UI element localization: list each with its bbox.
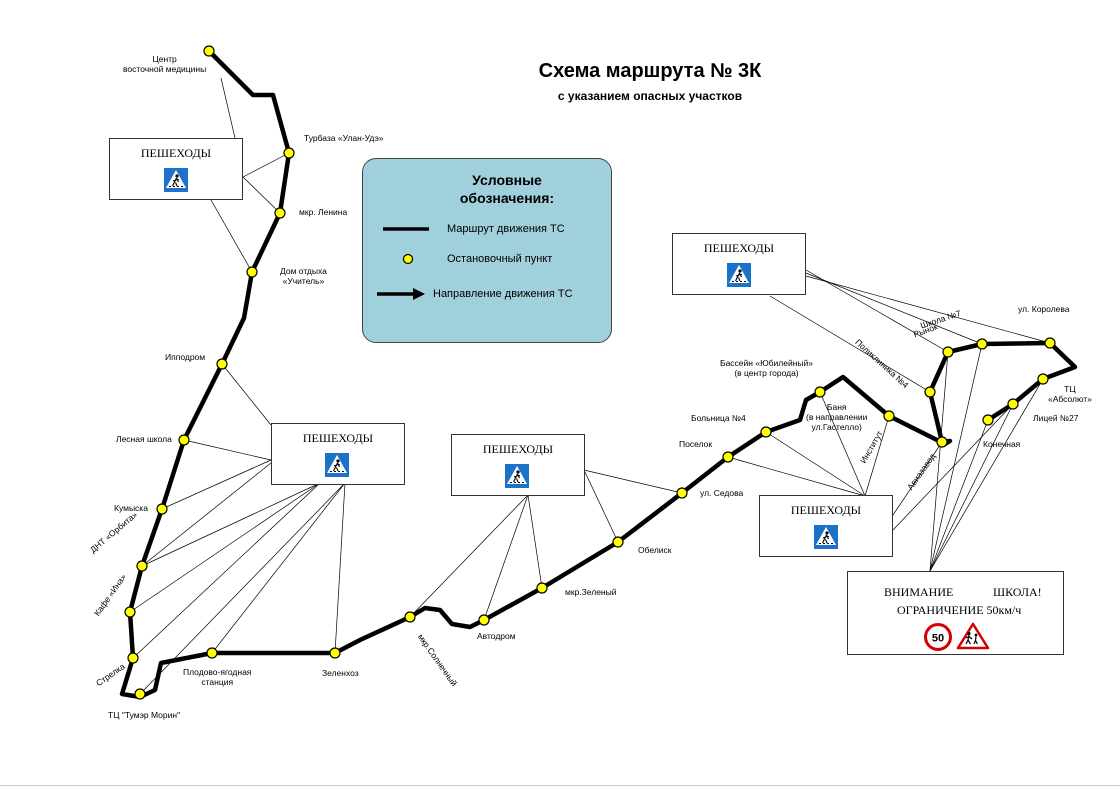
stop-label-mkr-zelen: мкр.Зеленый	[565, 587, 617, 597]
stop-label-ul-koroleva: ул. Королева	[1018, 304, 1070, 314]
map-title: Схема маршрута № 3К	[538, 60, 762, 82]
stops	[124, 45, 1056, 700]
pedestrian-label: ПЕШЕХОДЫ	[302, 431, 374, 445]
stop-label-zelenkoz: Зеленхоз	[322, 668, 359, 678]
speed-limit-sign-icon: 50	[924, 623, 952, 651]
stop-label-tc-tumer: ТЦ "Тумэр Морин"	[108, 710, 181, 720]
page-edge-divider	[0, 785, 1120, 786]
pedestrian-label: ПЕШЕХОДЫ	[790, 503, 862, 517]
stop-label-mkr-lenina: мкр. Ленина	[299, 207, 348, 217]
stop-label-lesnaya: Лесная школа	[116, 434, 172, 444]
legend-panel: Условные обозначения: Маршрут движения Т…	[362, 158, 612, 343]
pedestrian-box-2: ПЕШЕХОДЫ	[271, 423, 405, 485]
stop-dot-icon	[402, 253, 414, 265]
map-subtitle: с указанием опасных участков	[557, 89, 743, 103]
direction-arrow-icon	[377, 288, 425, 300]
legend-title-line1: Условные	[472, 172, 542, 188]
warning-speed-limit-text: ОГРАНИЧЕНИЕ 50км/ч	[897, 603, 1022, 617]
stop-label-poselok: Поселок	[679, 439, 713, 449]
legend-title-line2: обозначения:	[459, 190, 555, 206]
stop-label-kumyska: Кумыска	[114, 503, 148, 513]
pedestrian-label: ПЕШЕХОДЫ	[703, 241, 775, 255]
stop-label-tc-absolut: ТЦ «Абсолют»	[1048, 384, 1092, 404]
pedestrian-box-1: ПЕШЕХОДЫ	[109, 138, 243, 200]
pedestrian-crossing-sign-icon	[813, 524, 839, 550]
stop-label-ul-sedova: ул. Седова	[700, 488, 744, 498]
stop-label-turbaza: Турбаза «Улан-Удэ»	[304, 133, 384, 143]
pedestrian-box-4: ПЕШЕХОДЫ	[672, 233, 806, 295]
stop-label-obelisk: Обелиск	[638, 545, 672, 555]
pedestrian-box-5: ПЕШЕХОДЫ	[759, 495, 893, 557]
stop-label-dom-otdyha: Дом отдыха «Учитель»	[280, 266, 327, 286]
stop-label-plodovo: Плодово-ягодная станция	[183, 667, 252, 687]
stop-label-center-med: Центр восточной медицины	[123, 54, 207, 74]
stop-label-avtodrom: Автодром	[477, 631, 516, 641]
pedestrian-label: ПЕШЕХОДЫ	[482, 442, 554, 456]
route-line	[119, 48, 1078, 700]
pedestrian-crossing-sign-icon	[726, 262, 752, 288]
pedestrian-crossing-sign-icon	[163, 167, 189, 193]
speed-limit-value: 50	[932, 633, 944, 645]
legend-symbols	[377, 227, 429, 300]
stop-label-konechnaya: Конечная	[983, 439, 1021, 449]
stop-label-bolnica: Больница №4	[691, 413, 746, 423]
pedestrian-crossing-sign-icon	[504, 463, 530, 489]
legend-direction-label: Направление движения ТС	[433, 288, 573, 300]
stop-label-ippodrom: Ипподром	[165, 352, 206, 362]
children-warning-sign-icon	[956, 622, 990, 650]
stop-label-licei27: Лицей №27	[1033, 413, 1079, 423]
warning-attention: ВНИМАНИЕ	[884, 585, 954, 599]
stop-label-banya: Баня (в направлении ул.Гастелло)	[806, 402, 868, 432]
pedestrian-box-3: ПЕШЕХОДЫ	[451, 434, 585, 496]
pedestrian-crossing-sign-icon	[324, 452, 350, 478]
school-warning-box: ВНИМАНИЕ ШКОЛА! ОГРАНИЧЕНИЕ 50км/ч 50	[847, 571, 1064, 655]
warning-school: ШКОЛА!	[993, 585, 1042, 599]
legend-route-label: Маршрут движения ТС	[447, 223, 565, 235]
stop-label-bassein: Бассейн «Юбилейный» (в центр города)	[720, 358, 813, 378]
legend-title: Условные обозначения:	[363, 171, 611, 207]
legend-stop-label: Остановочный пункт	[447, 253, 553, 265]
pedestrian-label: ПЕШЕХОДЫ	[140, 146, 212, 160]
